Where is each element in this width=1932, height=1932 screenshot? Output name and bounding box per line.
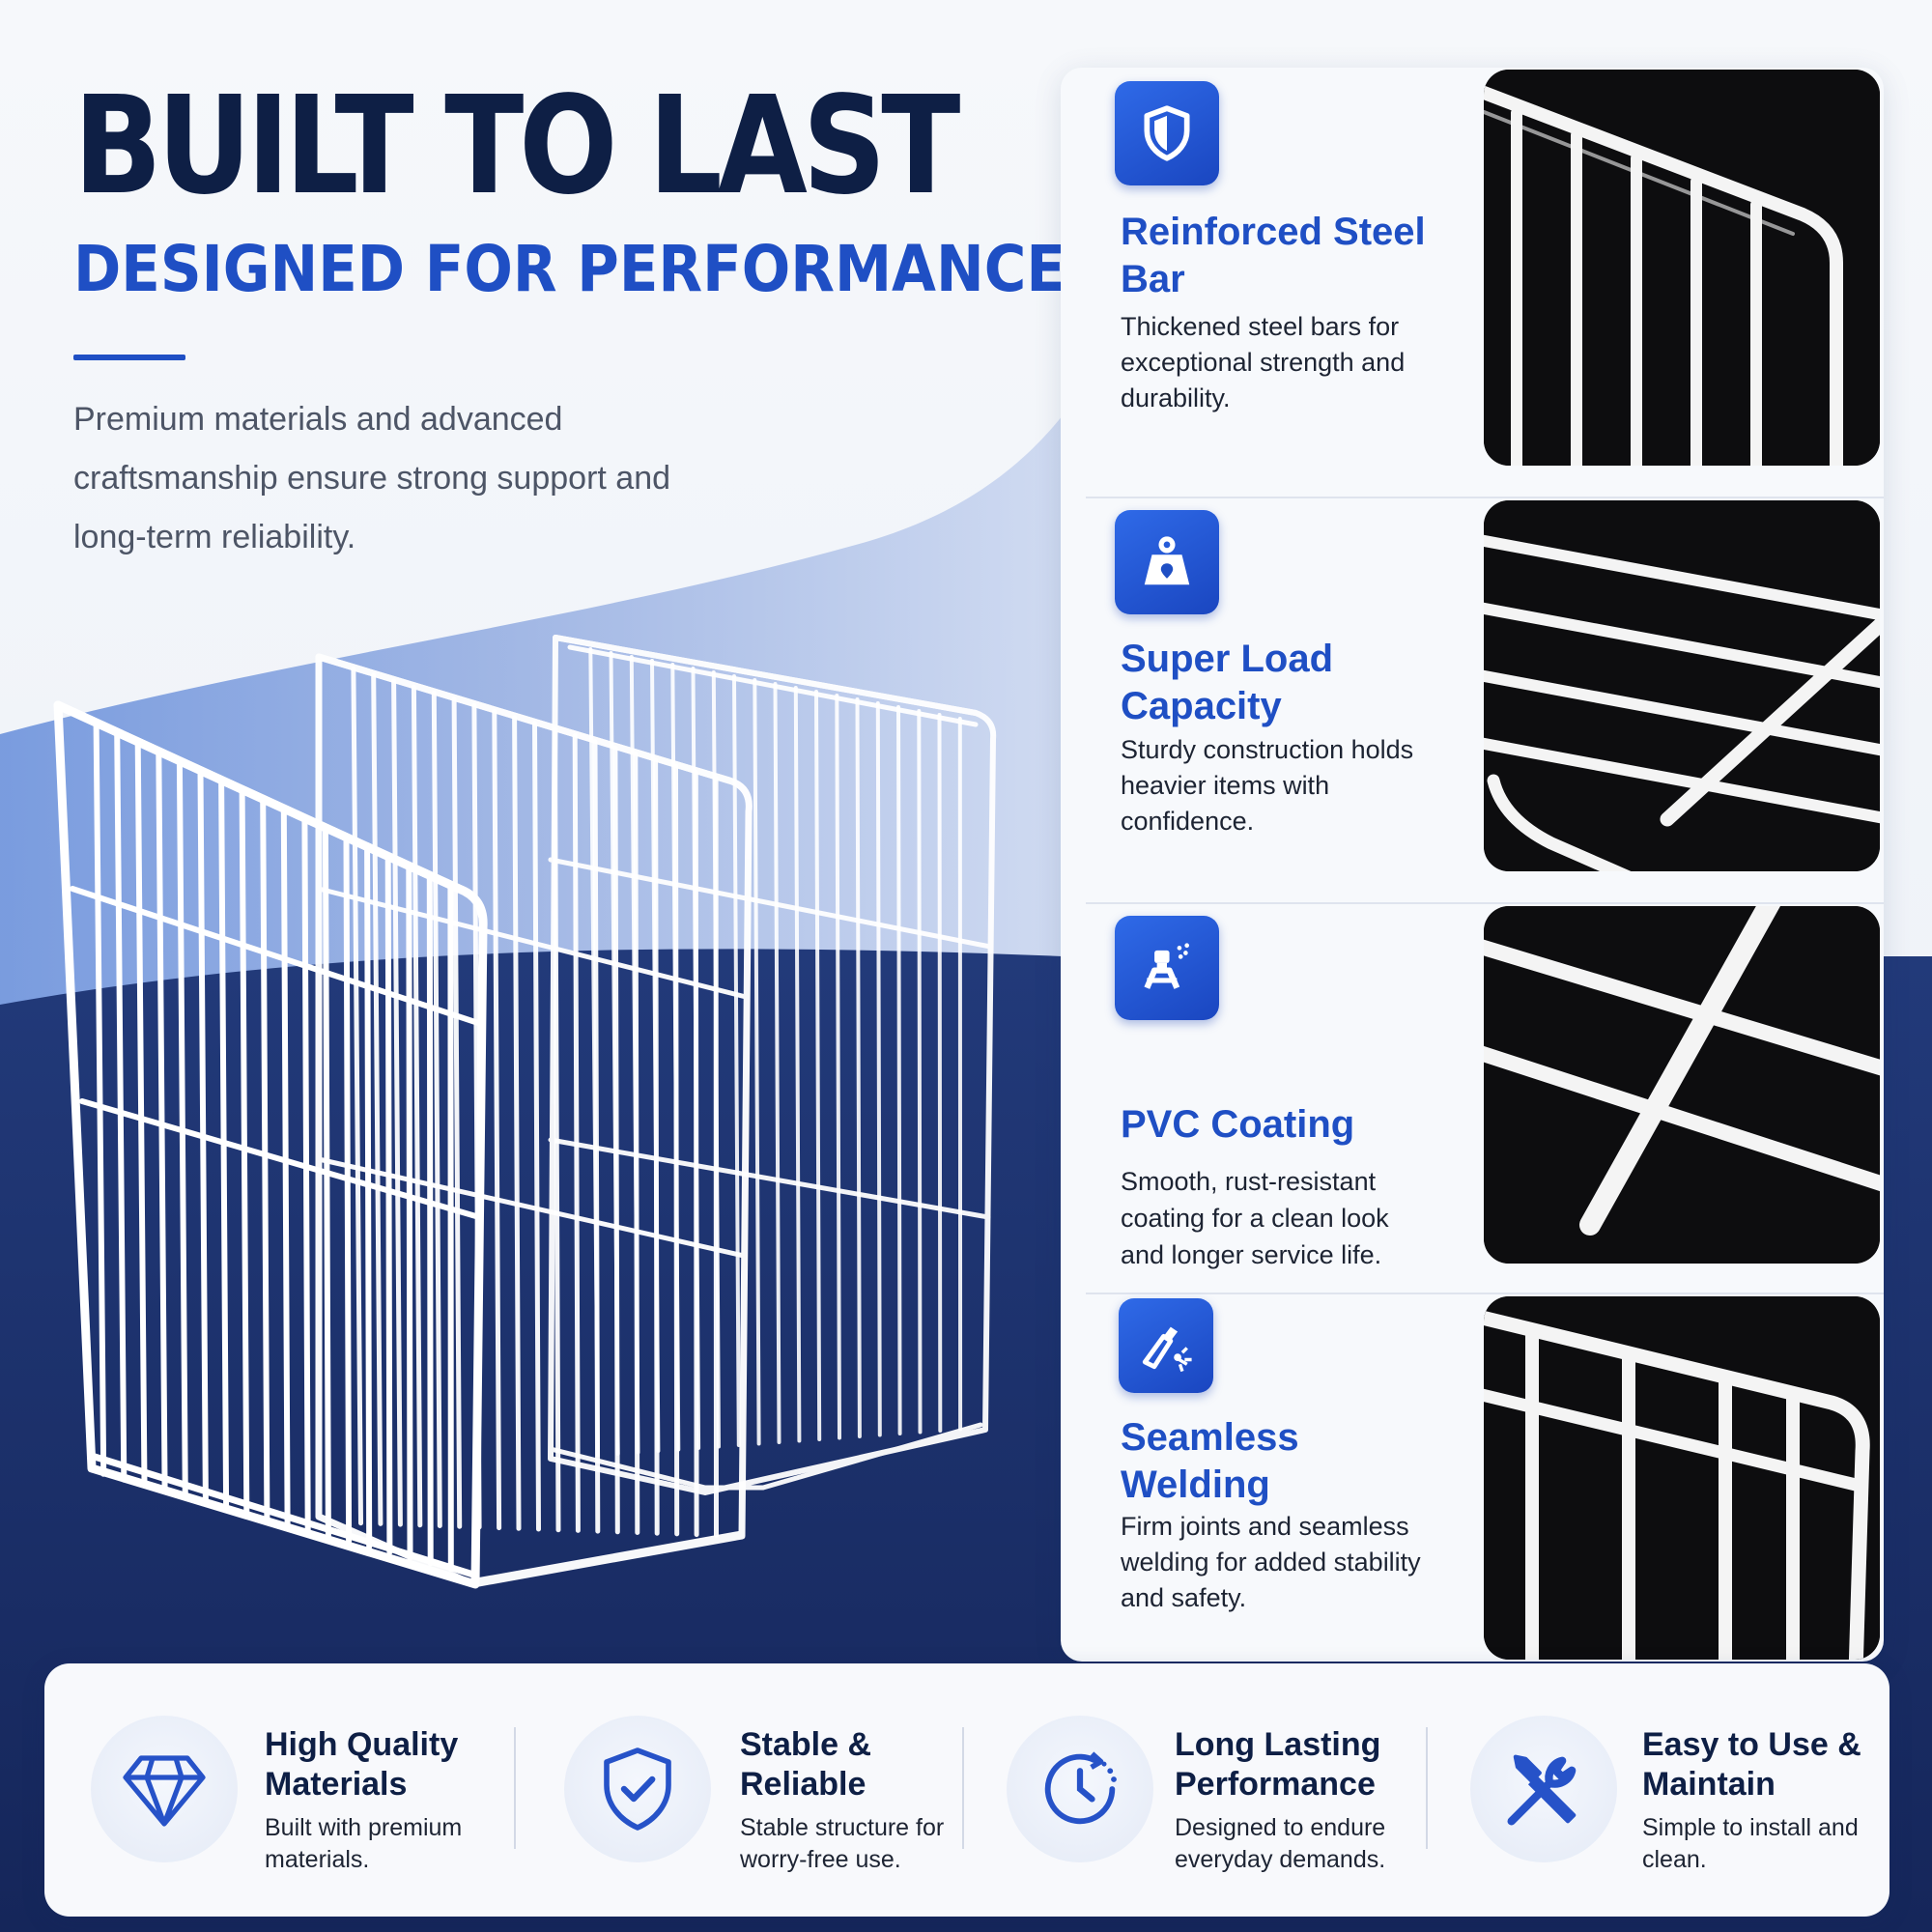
feature-panel: Reinforced Steel Bar Thickened steel bar…	[1061, 68, 1884, 1662]
benefit-description: Designed to endure everyday demands.	[1175, 1814, 1386, 1873]
divider	[1086, 1293, 1884, 1294]
feature-reinforced-steel-bar: Reinforced Steel Bar Thickened steel bar…	[1061, 68, 1884, 493]
rack-wire-bar	[176, 757, 188, 1499]
rack-wire-bar	[612, 745, 620, 1535]
rack-wire-bar	[835, 694, 841, 1440]
rack-wire-bar	[411, 684, 423, 1528]
benefit-title: Stable & Reliable	[740, 1726, 872, 1803]
rack-wire-bar	[572, 733, 581, 1533]
rack-wire-bar	[552, 726, 561, 1533]
rack-wire-bar	[451, 696, 463, 1529]
rack-wire-bar	[753, 678, 761, 1446]
rack-wire-bar	[492, 708, 502, 1531]
rack-wire-bar	[134, 738, 148, 1489]
spray-coating-icon	[1115, 916, 1219, 1020]
rack-wire-bar	[218, 777, 230, 1511]
shield-check-icon	[564, 1716, 711, 1862]
feature-super-load-capacity: Super Load Capacity Sturdy construction …	[1061, 500, 1884, 906]
rack-wire-bar	[197, 767, 209, 1505]
feature-description: Sturdy construction holds heavier items …	[1121, 735, 1414, 836]
rack-wire-bar	[917, 709, 923, 1435]
feature-title: Reinforced Steel Bar	[1121, 211, 1426, 300]
feature-description: Smooth, rust-resistant coating for a cle…	[1121, 1167, 1389, 1269]
rack-wire-bar	[855, 697, 862, 1438]
divider	[962, 1727, 964, 1849]
divider	[1426, 1727, 1428, 1849]
rack-wire-bar	[93, 719, 107, 1477]
rack-wire-bar	[633, 752, 640, 1535]
divider	[1086, 902, 1884, 904]
rack-wire-bar	[592, 739, 601, 1534]
rack-wire-bar	[280, 805, 291, 1527]
rack-wire-bar	[301, 814, 311, 1533]
benefit-title: Easy to Use & Maintain	[1642, 1726, 1861, 1803]
title-underline	[73, 355, 185, 360]
rack-wire-bar	[114, 728, 128, 1483]
page-title: BUILT TO LAST	[73, 68, 960, 225]
rack-wire-bar	[512, 715, 522, 1531]
rack-wire-bar	[156, 748, 168, 1494]
benefit-description: Built with premium materials.	[265, 1814, 463, 1873]
rack-wire-bar	[471, 702, 482, 1530]
rack-wire-bar	[239, 786, 250, 1517]
feature-seamless-welding: Seamless Welding Firm joints and seamles…	[1061, 1296, 1884, 1662]
clock-icon	[1007, 1716, 1153, 1862]
shield-icon	[1115, 81, 1219, 185]
benefit-title: High Quality Materials	[265, 1726, 459, 1803]
feature-title: Super Load Capacity	[1121, 638, 1334, 727]
rack-wire-bar	[532, 721, 541, 1532]
benefit-description: Simple to install and clean.	[1642, 1814, 1859, 1873]
intro-description: Premium materials and advanced craftsman…	[73, 401, 671, 555]
feature-pvc-coating: PVC Coating Smooth, rust-resistant coati…	[1061, 906, 1884, 1293]
rack-wire-bar	[896, 705, 902, 1435]
welding-closeup-photo	[1484, 1296, 1880, 1660]
rack-wire-bar	[391, 678, 403, 1527]
rack-wire-bar	[875, 701, 882, 1437]
rack-wire-bar	[814, 690, 822, 1441]
rack-wire-bar	[426, 872, 434, 1567]
rack-wire-bar	[431, 691, 442, 1528]
feature-description: Thickened steel bars for exceptional str…	[1121, 312, 1406, 412]
rack-wire-bar	[384, 853, 393, 1555]
divider	[514, 1727, 516, 1849]
rack-wire-bar	[406, 863, 413, 1561]
feature-title: PVC Coating	[1121, 1103, 1355, 1146]
benefit-long-lasting-performance: Long Lasting Performance Designed to end…	[1005, 1663, 1430, 1917]
feature-description: Firm joints and seamless welding for add…	[1121, 1512, 1421, 1612]
rack-wire-bar	[351, 666, 363, 1526]
rack-wire-bar	[937, 713, 943, 1433]
rack-wire-bar	[793, 686, 802, 1443]
benefit-title: Long Lasting Performance	[1175, 1726, 1381, 1803]
benefit-stable-reliable: Stable & Reliable Stable structure for w…	[560, 1663, 985, 1917]
pvc-coating-closeup-photo	[1484, 906, 1880, 1264]
diamond-icon	[91, 1716, 238, 1862]
divider	[1086, 497, 1884, 498]
feature-title: Seamless Welding	[1121, 1416, 1299, 1506]
rack-wire-bar	[322, 824, 331, 1539]
rack-wire-bar	[673, 763, 680, 1537]
benefits-bar: High Quality Materials Built with premiu…	[44, 1663, 1889, 1917]
weight-icon	[1115, 510, 1219, 614]
rack-wire-bar	[371, 672, 384, 1526]
wrench-screwdriver-icon	[1470, 1716, 1617, 1862]
rack-wire-bar	[364, 843, 373, 1550]
welding-torch-icon	[1119, 1298, 1213, 1393]
wire-rack-product-image	[53, 635, 997, 1589]
benefit-easy-to-use-maintain: Easy to Use & Maintain Simple to install…	[1470, 1663, 1876, 1917]
steel-bar-closeup-photo	[1484, 70, 1880, 466]
rack-wire-bar	[260, 796, 270, 1522]
load-capacity-closeup-photo	[1484, 500, 1880, 871]
rack-wire-bar	[653, 757, 660, 1536]
rack-wire-bar	[732, 674, 741, 1447]
page-subtitle: DESIGNED FOR PERFORMANCE	[73, 232, 1065, 306]
rack-wire-bar	[343, 834, 353, 1545]
rack-wire-bar	[773, 682, 781, 1444]
benefit-description: Stable structure for worry-free use.	[740, 1814, 945, 1873]
benefit-high-quality-materials: High Quality Materials Built with premiu…	[91, 1663, 516, 1917]
